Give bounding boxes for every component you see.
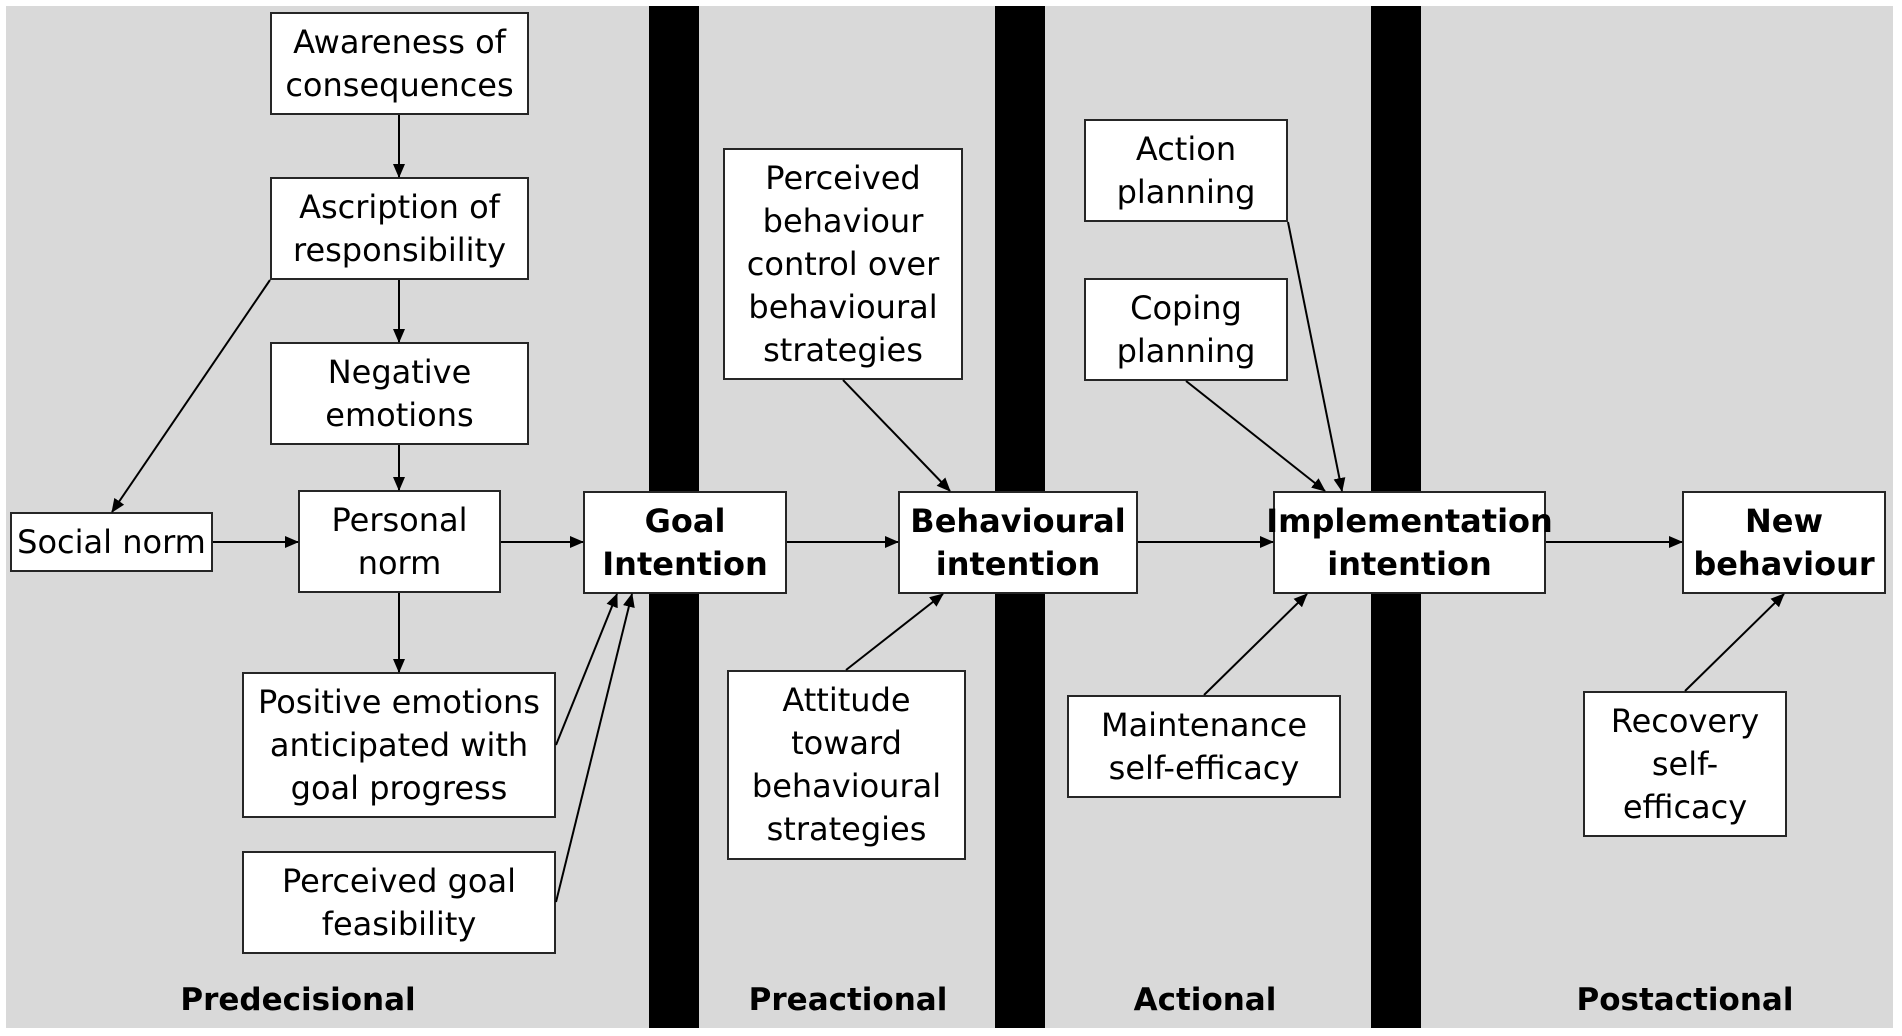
- phase-label-postactional: Postactional: [1576, 982, 1794, 1018]
- phase-label-actional: Actional: [1133, 982, 1277, 1018]
- attitude-toward-strategies-box: Attitude toward behavioural strategies: [727, 670, 966, 860]
- social-norm-box: Social norm: [10, 512, 213, 572]
- new-behaviour-box: New behaviour: [1682, 491, 1886, 594]
- phase-label-preactional: Preactional: [748, 982, 948, 1018]
- negative-emotions-box: Negative emotions: [270, 342, 529, 445]
- perceived-behaviour-control-box: Perceived behaviour control over behavio…: [723, 148, 963, 380]
- ascription-of-responsibility-box: Ascription of responsibility: [270, 177, 529, 280]
- goal-intention-box: Goal Intention: [583, 491, 787, 594]
- personal-norm-box: Personal norm: [298, 490, 501, 593]
- awareness-of-consequences-box: Awareness of consequences: [270, 12, 529, 115]
- coping-planning-box: Coping planning: [1084, 278, 1288, 381]
- positive-emotions-box: Positive emotions anticipated with goal …: [242, 672, 556, 818]
- behavioural-intention-box: Behavioural intention: [898, 491, 1138, 594]
- phase-label-predecisional: Predecisional: [180, 982, 416, 1018]
- action-planning-box: Action planning: [1084, 119, 1288, 222]
- perceived-goal-feasibility-box: Perceived goal feasibility: [242, 851, 556, 954]
- implementation-intention-box: Implementation intention: [1266, 491, 1553, 594]
- maintenance-self-efficacy-box: Maintenance self-efficacy: [1067, 695, 1341, 798]
- recovery-self-efficacy-box: Recovery self- efficacy: [1583, 691, 1787, 837]
